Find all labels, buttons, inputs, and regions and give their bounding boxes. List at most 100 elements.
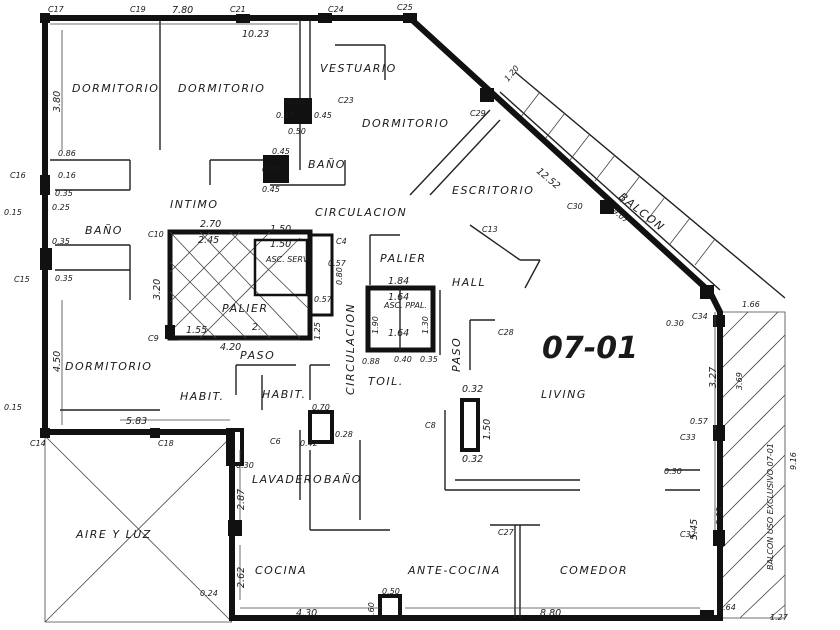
dimension: 2.87 [236, 489, 247, 510]
room-circulacion: CIRCULACION [315, 206, 407, 219]
dimension: 0.78 [262, 165, 280, 174]
room-escritorio: ESCRITORIO [452, 184, 534, 197]
dimension: 0.57 [328, 259, 347, 268]
dimension: 0.57 [690, 417, 709, 426]
room-vestuario: VESTUARIO [320, 62, 397, 75]
column-tag: C16 [10, 171, 26, 180]
room-intimo: INTIMO [170, 198, 219, 211]
room-aire-luz: AIRE Y LUZ [75, 528, 152, 541]
dimension: 1.90 [371, 316, 380, 334]
column-tag: C33 [680, 433, 696, 442]
column-tag: C28 [498, 328, 514, 337]
dimension: 3.80 [52, 91, 63, 112]
dimension: 1.64 [388, 328, 409, 339]
room-circulacion-vertical: CIRCULACION [344, 303, 357, 395]
dimension: 1.20 [503, 64, 521, 83]
dimension: 10.23 [242, 29, 269, 40]
dimension: 0.24 [200, 589, 218, 598]
column-tag: C18 [158, 439, 174, 448]
dimension: 0.28 [335, 430, 353, 439]
column-tag: C9 [148, 334, 159, 343]
dimension: 1.30 [421, 316, 430, 334]
label-asc-serv: ASC. SERV. [265, 255, 310, 264]
dimension: 5.08 [715, 507, 724, 525]
dimension: 4.20 [220, 342, 241, 353]
dimension: 0.25 [52, 203, 70, 212]
stair-core [167, 229, 334, 341]
dimension: 12.52 [534, 166, 562, 192]
dimension: 0.40 [394, 355, 412, 364]
column-tag: C6 [270, 437, 281, 446]
dimension: 0.64 [718, 603, 736, 612]
room-bano-2: BAÑO [85, 224, 123, 237]
column-tag: C30 [567, 202, 583, 211]
dimension: 1.50 [270, 239, 291, 250]
column-tags: C17 C19 C21 C24 C25 C23 C29 C30 C16 C15 … [10, 3, 708, 539]
dimension: 8.80 [540, 608, 561, 619]
dimension: 0.45 [314, 111, 332, 120]
room-living: LIVING [541, 388, 587, 401]
room-cocina: COCINA [255, 564, 307, 577]
room-palier-2: PALIER [380, 252, 427, 265]
dimension: 0.15 [4, 208, 22, 217]
dimension: 0.32 [462, 384, 483, 395]
column-tag: C25 [397, 3, 413, 12]
dimension-texts: 7.80 10.23 3.80 0.50 0.45 0.45 0.50 0.45… [4, 5, 798, 622]
column-tag: C15 [14, 275, 30, 284]
room-comedor: COMEDOR [560, 564, 628, 577]
dimension: 0.45 [272, 147, 290, 156]
dimension: 0.32 [462, 454, 483, 465]
column-tag: C4 [336, 237, 347, 246]
dimension: 0.88 [362, 357, 380, 366]
dimension: 0.15 [4, 403, 22, 412]
dimension: 5.45 [689, 519, 700, 540]
label-asc-ppal: ASC. PPAL. [383, 301, 427, 310]
room-bano-1: BAÑO [308, 158, 346, 171]
dimension: 1.84 [388, 276, 409, 287]
dimension: 0.30 [664, 467, 682, 476]
dimension: 1.50 [270, 224, 291, 235]
dimension: 1.55 [186, 325, 207, 336]
dimension: 2. [252, 322, 261, 333]
dimension: 0.86 [58, 149, 76, 158]
dimension: 1.25 [313, 322, 322, 340]
label-balcon-uso-exclusivo: BALCON USO EXCLUSIVO 07-01 [766, 443, 775, 570]
dimension: 1.66 [742, 300, 760, 309]
dimension: 9.16 [789, 452, 798, 470]
dimension: 0.35 [52, 237, 70, 246]
dimension: 0.30 [666, 319, 684, 328]
dimension: 3.69 [735, 372, 744, 390]
dimension: 0.70 [312, 403, 330, 412]
room-hall: HALL [452, 276, 486, 289]
room-habit-1: HABIT. [180, 390, 225, 403]
dimension: 0.60 [367, 602, 376, 620]
dimension: 0.57 [314, 295, 333, 304]
room-ante-cocina: ANTE-COCINA [407, 564, 501, 577]
column-tag: C23 [338, 96, 354, 105]
column-tag: C8 [425, 421, 436, 430]
dimension: 0.50 [287, 97, 305, 106]
dimension: 0.80 [335, 267, 344, 285]
dimension: 3.20 [152, 279, 163, 300]
dimension: 1.64 [388, 292, 409, 303]
column-tag: C14 [30, 439, 46, 448]
room-lavadero: LAVADERO [252, 473, 323, 486]
dimension: 0.50 [382, 587, 400, 596]
column-tag: C19 [130, 5, 146, 14]
interior-walls [50, 20, 700, 618]
dimension: 0.35 [420, 355, 438, 364]
dimension: 1.27 [770, 613, 789, 622]
unit-code: 07-01 [542, 331, 638, 366]
dimension: 1.50 [482, 419, 493, 440]
dimension: 0.35 [55, 189, 73, 198]
dimension: 4.50 [52, 351, 63, 372]
column-tag: C13 [482, 225, 498, 234]
dimension: 7.80 [172, 5, 193, 16]
room-paso-1: PASO [240, 349, 275, 362]
structural-columns [40, 13, 725, 620]
dimension: 0.50 [288, 127, 306, 136]
column-tag: C29 [470, 109, 486, 118]
column-tag: C34 [692, 312, 708, 321]
column-tag: C17 [48, 5, 65, 14]
